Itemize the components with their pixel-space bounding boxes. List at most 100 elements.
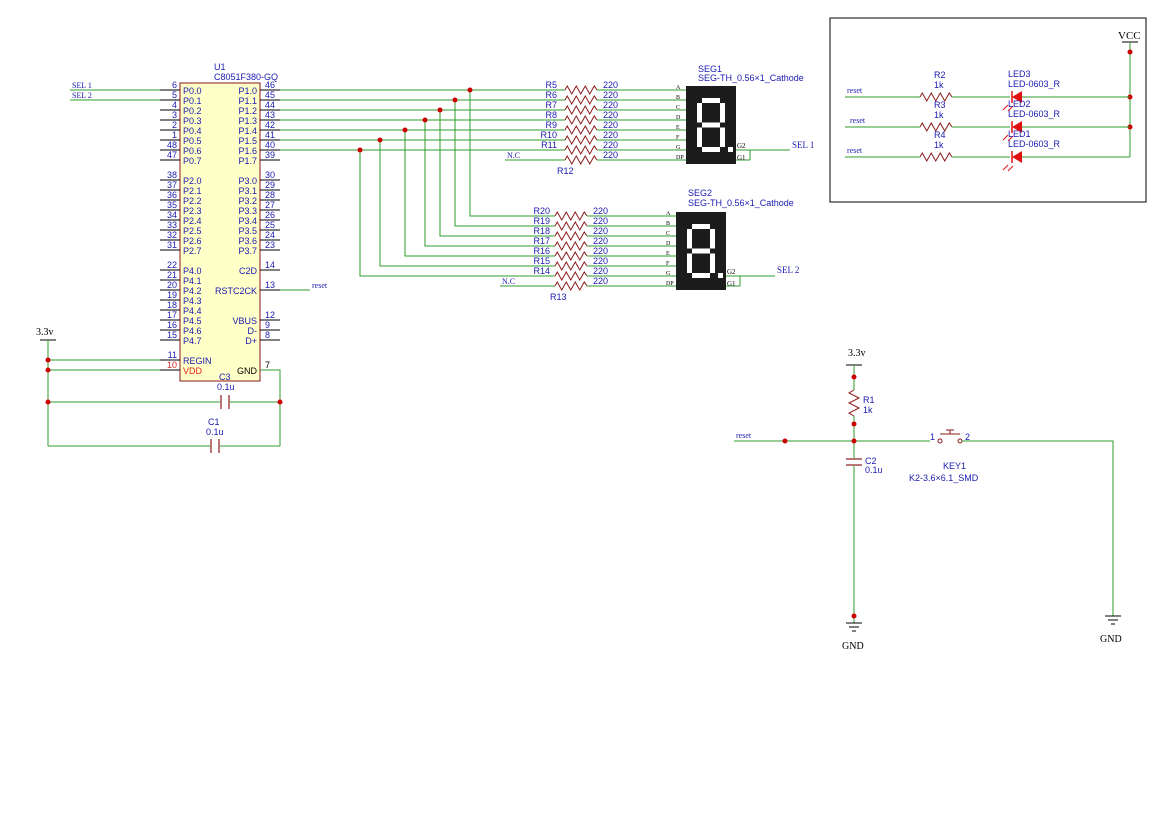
mcu-left-pin: 1P0.5 — [160, 130, 202, 146]
mcu-pin-number: 12 — [265, 310, 275, 320]
mcu-pin-number: 27 — [265, 200, 275, 210]
capacitor-c1: C1 0.1u — [206, 417, 224, 453]
resistor-ref: R5 — [545, 80, 557, 90]
mcu-pin-name: P1.6 — [238, 146, 257, 156]
led-icon — [1002, 91, 1022, 112]
mcu-part: C8051F380-GQ — [214, 72, 278, 82]
mcu-pin-name: P3.7 — [238, 246, 257, 256]
seg2-nc-label: N.C — [502, 277, 515, 286]
segment-pin-label: B — [676, 95, 680, 101]
mcu-right-pin: 9D- — [248, 320, 280, 336]
segment-pin-label: E — [676, 125, 680, 131]
mcu-pin-name: P0.7 — [183, 156, 202, 166]
segment-bar — [710, 229, 715, 249]
mcu-pin-name: P3.2 — [238, 196, 257, 206]
mcu-pin-number: 46 — [265, 80, 275, 90]
mcu-pin-number: 28 — [265, 190, 275, 200]
resistor-value: 220 — [593, 216, 608, 226]
mcu-pin-number: 19 — [167, 290, 177, 300]
seg1-display: SEG1 SEG-TH_0.56×1_Cathode G2 G1 SEL 1 N… — [505, 64, 814, 164]
led-section: VCC resetR21kLED3LED-0603_RresetR31kLED2… — [829, 17, 1147, 203]
seg1-pin-g2: G2 — [737, 142, 746, 150]
gnd-icon — [846, 622, 862, 632]
resistor-value: 220 — [593, 256, 608, 266]
segment-pin-label: C — [676, 105, 680, 111]
led-ref: LED3 — [1008, 69, 1031, 79]
seg1-digit-icon — [697, 98, 733, 152]
c3-ref: C3 — [219, 372, 231, 382]
mcu-pin-name: P1.3 — [238, 116, 257, 126]
mcu-pin-number: 35 — [167, 200, 177, 210]
reset-3v3-label: 3.3v — [848, 348, 866, 359]
led-icon — [1002, 121, 1022, 142]
segment-pin-label: C — [666, 231, 670, 237]
mcu-pin-name: P4.3 — [183, 296, 202, 306]
led-part: LED-0603_R — [1008, 139, 1061, 149]
resistor-value: 220 — [593, 226, 608, 236]
mcu-pin-name: P2.7 — [183, 246, 202, 256]
mcu-pin-number: 40 — [265, 140, 275, 150]
mcu-pin-number: 14 — [265, 260, 275, 270]
mcu-pin-number: 36 — [167, 190, 177, 200]
mcu-left-pin: 3P0.3 — [160, 110, 202, 126]
mcu-pin-name: D- — [248, 326, 258, 336]
mcu-ref: U1 — [214, 62, 226, 72]
segment-bar — [702, 98, 720, 103]
mcu-pin-name: D+ — [245, 336, 257, 346]
r1-ref: R1 — [863, 395, 875, 405]
resistor-ref: R16 — [533, 246, 550, 256]
resistor-value: 220 — [593, 206, 608, 216]
mcu-pin-number: 6 — [172, 80, 177, 90]
led-resistor-ref: R2 — [934, 70, 946, 80]
mcu-pin-name: P2.6 — [183, 236, 202, 246]
segment-pin-label: F — [666, 261, 670, 267]
mcu-pin-number: 24 — [265, 230, 275, 240]
led-part: LED-0603_R — [1008, 79, 1061, 89]
mcu-pin-name: P1.5 — [238, 136, 257, 146]
mcu-pin-number: 33 — [167, 220, 177, 230]
c2-value: 0.1u — [865, 465, 883, 475]
seg2-display: SEG2 SEG-TH_0.56×1_Cathode G2 G1 SEL 2 N… — [500, 188, 799, 290]
resistor-value: 220 — [603, 100, 618, 110]
mcu-pin-name: P1.7 — [238, 156, 257, 166]
c1-value: 0.1u — [206, 427, 224, 437]
mcu-pin-number: 47 — [167, 150, 177, 160]
c3-value: 0.1u — [217, 382, 235, 392]
seg2-pin-g2: G2 — [727, 268, 736, 276]
resistor-ref: R14 — [533, 266, 550, 276]
segment-bar — [697, 127, 702, 147]
mcu-pin-number: 9 — [265, 320, 270, 330]
segment-pin-label: G — [666, 271, 671, 277]
mcu-pin-number: 26 — [265, 210, 275, 220]
resistor-ref: R17 — [533, 236, 550, 246]
mcu-left-pins: 6P0.05P0.14P0.23P0.32P0.41P0.548P0.647P0… — [160, 80, 212, 376]
reset-net-label: reset — [736, 431, 752, 440]
mcu-pin-name: P3.1 — [238, 186, 257, 196]
resistor-value: 220 — [603, 140, 618, 150]
capacitor-c3: C3 0.1u — [217, 372, 235, 409]
resistor-ref: R13 — [550, 292, 567, 302]
mcu-pin-name: C2D — [239, 266, 258, 276]
